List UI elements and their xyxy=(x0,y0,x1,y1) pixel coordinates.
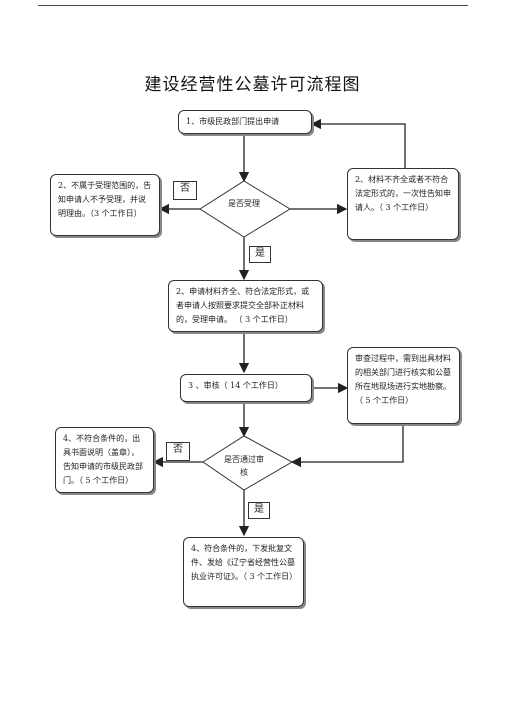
decision-accept-shape xyxy=(199,180,291,238)
arrow-sitecheck-to-pass xyxy=(290,424,404,468)
diagram-title: 建设经营性公墓许可流程图 xyxy=(144,75,361,95)
decision-accept-text: 是否受理 xyxy=(228,199,260,208)
decision-pass-text: 是否通过审核 xyxy=(224,455,264,477)
arrow-incomplete-to-apply xyxy=(310,118,406,175)
node-apply: 1、市级民政部门提出申请 xyxy=(178,110,312,134)
label-no-pass: 否 xyxy=(166,442,190,461)
label-yes-pass: 是 xyxy=(248,502,270,519)
node-fail: 4、不符合条件的，出具书面说明（盖章），告知申请的市级民政部门。（ 5 个工作日… xyxy=(55,427,154,493)
decision-pass-shape xyxy=(202,435,294,491)
top-rule xyxy=(38,5,468,6)
label-no-accept: 否 xyxy=(173,181,197,200)
node-incomplete: 2、材料不齐全或者不符合法定形式的，一次性告知申请人。（ 3 个工作日） xyxy=(347,168,459,240)
label-yes-accept: 是 xyxy=(249,246,271,263)
node-review: 3 、审核（ 14 个工作日） xyxy=(180,374,312,402)
node-reject-scope: 2、不属于受理范围的，告知申请人不予受理，并说明理由。（3 个工作日） xyxy=(50,174,160,236)
node-accepted: 2、申请材料齐全、符合法定形式，或者申请人按照要求提交全部补正材料的，受理申请。… xyxy=(168,280,323,332)
node-approve: 4、符合条件的，下发批复文件、发给《辽宁省经营性公墓执业许可证》。（ 3 个工作… xyxy=(183,537,304,607)
node-site-check: 审查过程中，需到出具材料的相关部门进行核实和公墓所在地现场进行实地勘察。（ 5 … xyxy=(347,347,460,424)
